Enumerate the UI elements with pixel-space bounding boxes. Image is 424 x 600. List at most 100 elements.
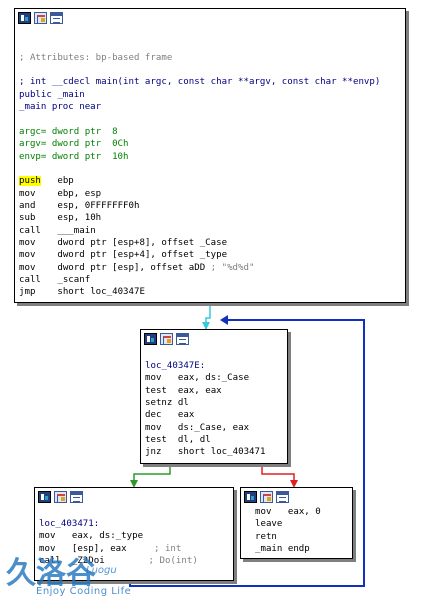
spacer xyxy=(35,250,57,260)
operands: eax xyxy=(177,410,195,421)
mnemonic: mov xyxy=(19,237,36,248)
comment: ; Do(int) xyxy=(104,556,198,567)
instruction-line[interactable]: mov eax, ds:_type xyxy=(39,530,143,542)
spacer xyxy=(161,447,177,457)
code-line[interactable]: argc= dword ptr 8 xyxy=(19,126,118,138)
comment: ; "%d%d" xyxy=(205,262,255,273)
code-text: ; Attributes: bp-based frame xyxy=(19,52,173,63)
instruction-line[interactable]: jmp short loc_40347E xyxy=(19,286,145,298)
node-list-icon[interactable] xyxy=(50,12,63,24)
instruction-line[interactable]: mov ds:_Case, eax xyxy=(145,422,249,434)
instruction-line[interactable]: call ___main xyxy=(19,225,96,237)
code-line[interactable]: ; int __cdecl main(int argc, const char … xyxy=(19,76,380,88)
instruction-line[interactable]: mov dword ptr [esp], offset aDD ; "%d%d" xyxy=(19,262,254,274)
operands: ebp xyxy=(57,176,74,187)
instruction-line[interactable]: and esp, 0FFFFFFF0h xyxy=(19,200,139,212)
label-text: loc_40347E: xyxy=(145,361,206,371)
edit-node-icon[interactable] xyxy=(260,491,273,503)
mnemonic: push xyxy=(19,176,41,187)
instruction-line[interactable]: mov [esp], eax ; int xyxy=(39,543,181,555)
block-label[interactable]: loc_403471: xyxy=(39,518,99,530)
operands: ebp, esp xyxy=(57,188,102,199)
instruction-line[interactable]: sub esp, 10h xyxy=(19,212,101,224)
instruction-line[interactable]: mov dword ptr [esp+4], offset _type xyxy=(19,249,227,261)
code-text: public _main xyxy=(19,89,85,100)
instruction-line[interactable]: mov ebp, esp xyxy=(19,188,101,200)
node-list-icon[interactable] xyxy=(70,491,83,503)
operands: dword ptr [esp+4], offset _type xyxy=(57,250,228,261)
graph-node-icon[interactable] xyxy=(244,491,257,503)
graph-node-icon[interactable] xyxy=(38,491,51,503)
node-list-icon[interactable] xyxy=(176,333,189,345)
code-line[interactable]: public _main xyxy=(19,89,85,101)
spacer xyxy=(41,226,57,236)
mnemonic: mov xyxy=(19,188,36,199)
node-list-icon[interactable] xyxy=(276,491,289,503)
spacer xyxy=(35,263,57,273)
node-entry-main[interactable]: ; Attributes: bp-based frame ; int __cdec… xyxy=(14,8,406,303)
code-line[interactable]: _main proc near xyxy=(19,101,101,113)
instruction-line[interactable]: test eax, eax xyxy=(145,385,222,397)
instruction-line[interactable]: _main endp xyxy=(255,543,310,555)
code-line[interactable]: argv= dword ptr 0Ch xyxy=(19,138,129,150)
instruction-line[interactable]: mov eax, 0 xyxy=(255,506,321,518)
mnemonic: mov xyxy=(19,250,36,261)
mnemonic: dec xyxy=(145,410,162,421)
label-text: loc_403471: xyxy=(39,519,100,529)
mnemonic: jnz xyxy=(145,447,162,458)
instruction-line[interactable]: mov dword ptr [esp+8], offset _Case xyxy=(19,237,227,249)
instruction-line[interactable]: leave xyxy=(255,518,282,530)
mnemonic: setnz xyxy=(145,398,173,409)
code-text: envp= dword ptr 10h xyxy=(19,151,129,162)
edit-node-icon[interactable] xyxy=(54,491,67,503)
spacer xyxy=(35,201,57,211)
mnemonic: mov xyxy=(255,507,272,517)
edit-node-icon[interactable] xyxy=(34,12,47,24)
operands: dword ptr [esp+8], offset _Case xyxy=(57,237,228,248)
watermark-subtitle: Luogu xyxy=(86,565,117,576)
operands: eax, 0 xyxy=(287,507,321,517)
spacer xyxy=(55,531,71,541)
code-line[interactable]: envp= dword ptr 10h xyxy=(19,151,129,163)
instruction-line[interactable]: setnz dl xyxy=(145,397,189,409)
graph-node-icon[interactable] xyxy=(144,333,157,345)
mnemonic: mov xyxy=(39,543,56,554)
spacer xyxy=(35,213,57,223)
operands: short loc_40347E xyxy=(57,287,145,298)
mnemonic: sub xyxy=(19,213,36,224)
graph-node-icon[interactable] xyxy=(18,12,31,24)
spacer xyxy=(35,287,57,297)
edit-node-icon[interactable] xyxy=(160,333,173,345)
watermark-tagline: Enjoy Coding Life xyxy=(36,586,132,597)
code-text: argc= dword ptr 8 xyxy=(19,126,118,137)
instruction-line[interactable]: dec eax xyxy=(145,409,194,421)
operands: short loc_403471 xyxy=(177,447,266,458)
edge-back-arrowhead xyxy=(220,315,228,325)
block-label[interactable]: loc_40347E: xyxy=(145,360,205,372)
spacer xyxy=(161,410,177,420)
instruction-line[interactable]: test dl, dl xyxy=(145,434,211,446)
spacer xyxy=(167,386,178,396)
instruction-line[interactable]: call _Z2Doi ; Do(int) xyxy=(39,555,198,567)
instruction-line[interactable]: jnz short loc_403471 xyxy=(145,446,265,458)
instruction-line[interactable]: call _scanf xyxy=(19,274,90,286)
instruction-line[interactable]: retn xyxy=(255,531,277,543)
luogu-watermark: 久洛谷 Luogu Enjoy Coding Life xyxy=(6,548,166,600)
operands: eax, ds:_Case xyxy=(177,373,250,384)
edge-true-arrowhead xyxy=(130,480,138,488)
edge-entry-arrowhead xyxy=(202,322,210,330)
code-line[interactable]: ; Attributes: bp-based frame xyxy=(19,52,172,64)
operands: esp, 10h xyxy=(57,213,102,224)
operands: ___main xyxy=(57,225,96,236)
spacer xyxy=(35,189,57,199)
instruction-line[interactable]: push ebp xyxy=(19,175,74,187)
mnemonic: _main endp xyxy=(255,544,310,555)
instruction-line[interactable]: mov eax, ds:_Case xyxy=(145,372,249,384)
spacer xyxy=(271,507,287,517)
operands: eax, ds:_type xyxy=(71,531,144,542)
operands: [esp], eax xyxy=(71,543,127,554)
edge-loop-to-body xyxy=(133,464,171,484)
